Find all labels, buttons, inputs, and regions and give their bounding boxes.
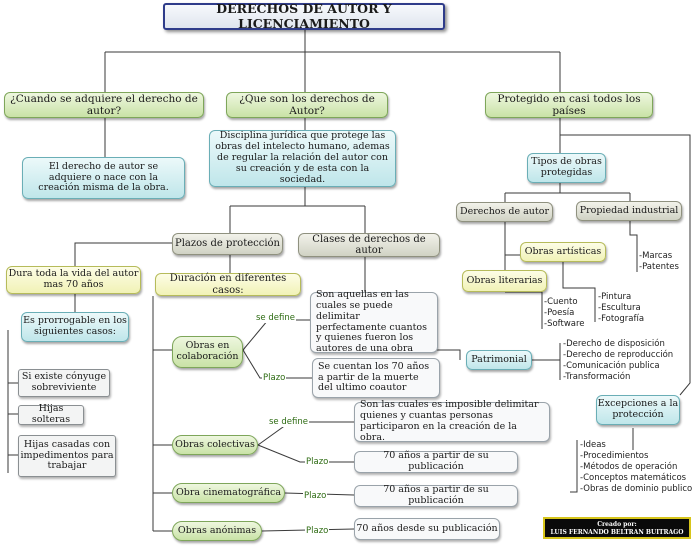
diagram-title: DERECHOS DE AUTOR Y LICENCIAMIENTO: [163, 1, 445, 30]
definicion-node: Disciplina jurídica que protege las obra…: [209, 130, 396, 187]
obras-colaboracion-node: Obras en colaboración: [172, 336, 243, 368]
excepciones-item: -Ideas: [580, 440, 606, 450]
obra-cinematografica-node: Obra cinematográfica: [172, 483, 285, 503]
literarias-item: -Software: [544, 319, 585, 329]
excepciones-list: -Ideas -Procedimientos -Métodos de opera…: [580, 440, 692, 495]
colectivas-definicion-node: Son las cuales es imposible delimitar qu…: [354, 399, 550, 443]
protegido-node: Protegido en casi todos los países: [485, 92, 653, 118]
patrimonial-item: -Transformación: [563, 372, 631, 382]
plazo-label-colaboracion: Plazo: [262, 373, 287, 383]
propiedad-industrial-node: Propiedad industrial: [576, 201, 682, 221]
cuando-answer-node: El derecho de autor se adquiere o nace c…: [22, 157, 185, 199]
literarias-item: -Cuento: [544, 297, 578, 307]
tipos-obras-node: Tipos de obras protegidas: [527, 153, 606, 183]
literarias-list: -Cuento -Poesía -Software: [544, 297, 585, 330]
artisticas-item: -Pintura: [598, 292, 632, 302]
artisticas-item: -Escultura: [598, 303, 641, 313]
patrimonial-node: Patrimonial: [466, 350, 532, 370]
cuando-question-node: ¿Cuando se adquiere el derecho de autor?: [4, 92, 204, 118]
prorrogable-node: Es prorrogable en los siguientes casos:: [21, 312, 129, 342]
plazo-label-anonimas: Plazo: [305, 526, 330, 536]
industrial-list: -Marcas -Patentes: [639, 251, 679, 273]
industrial-item: -Patentes: [639, 262, 679, 272]
artisticas-list: -Pintura -Escultura -Fotografía: [598, 292, 644, 325]
caso-hijas-casadas-node: Hijas casadas con impedimentos para trab…: [18, 435, 116, 477]
colaboracion-definicion-node: Son aquellas en las cuales se puede deli…: [310, 289, 438, 354]
obras-colectivas-node: Obras colectivas: [172, 435, 258, 455]
industrial-item: -Marcas: [639, 251, 673, 261]
plazo-label-colectivas: Plazo: [305, 457, 330, 467]
excepciones-node: Excepciones a la protección: [596, 395, 680, 425]
colectivas-plazo-node: 70 años a partir de su publicación: [354, 450, 518, 473]
literarias-item: -Poesía: [544, 308, 575, 318]
cinematografica-plazo-node: 70 años a partir de su publicación: [354, 484, 518, 507]
excepciones-item: -Obras de dominio publico: [580, 484, 693, 494]
duracion-node: Duración en diferentes casos:: [155, 273, 301, 296]
plazos-node: Plazos de protección: [172, 233, 283, 255]
vida-autor-node: Dura toda la vida del autor mas 70 años: [6, 266, 141, 294]
credit-line2: LUIS FERNANDO BELTRAN BUITRAGO: [550, 529, 684, 536]
patrimonial-item: -Derecho de reproducción: [563, 350, 674, 360]
plazo-label-cinematografica: Plazo: [303, 491, 328, 501]
obras-literarias-node: Obras literarias: [462, 270, 547, 292]
caso-hijas-solteras-node: Hijas solteras: [18, 403, 84, 425]
author-credit: Creado por: LUIS FERNANDO BELTRAN BUITRA…: [543, 517, 691, 539]
colaboracion-plazo-node: Se cuentan los 70 años a partir de la mu…: [312, 358, 440, 398]
patrimonial-item: -Comunicación publica: [563, 361, 660, 371]
credit-line1: Creado por:: [597, 521, 637, 528]
caso-conyuge-node: Si existe cónyuge sobreviviente: [18, 369, 110, 397]
excepciones-item: -Conceptos matemáticos: [580, 473, 687, 483]
patrimonial-list: -Derecho de disposición -Derecho de repr…: [563, 339, 673, 383]
que-son-question-node: ¿Que son los derechos de Autor?: [226, 92, 388, 118]
obras-anonimas-node: Obras anónimas: [172, 521, 262, 541]
clases-node: Clases de derechos de autor: [298, 233, 440, 257]
se-define-label-colaboracion: se define: [255, 313, 296, 323]
derechos-autor-node: Derechos de autor: [456, 202, 553, 222]
anonimas-plazo-node: 70 años desde su publicación: [354, 518, 500, 540]
excepciones-item: -Métodos de operación: [580, 462, 678, 472]
excepciones-item: -Procedimientos: [580, 451, 649, 461]
se-define-label-colectivas: se define: [268, 417, 309, 427]
obras-artisticas-node: Obras artísticas: [520, 242, 606, 262]
artisticas-item: -Fotografía: [598, 314, 645, 324]
patrimonial-item: -Derecho de disposición: [563, 339, 665, 349]
